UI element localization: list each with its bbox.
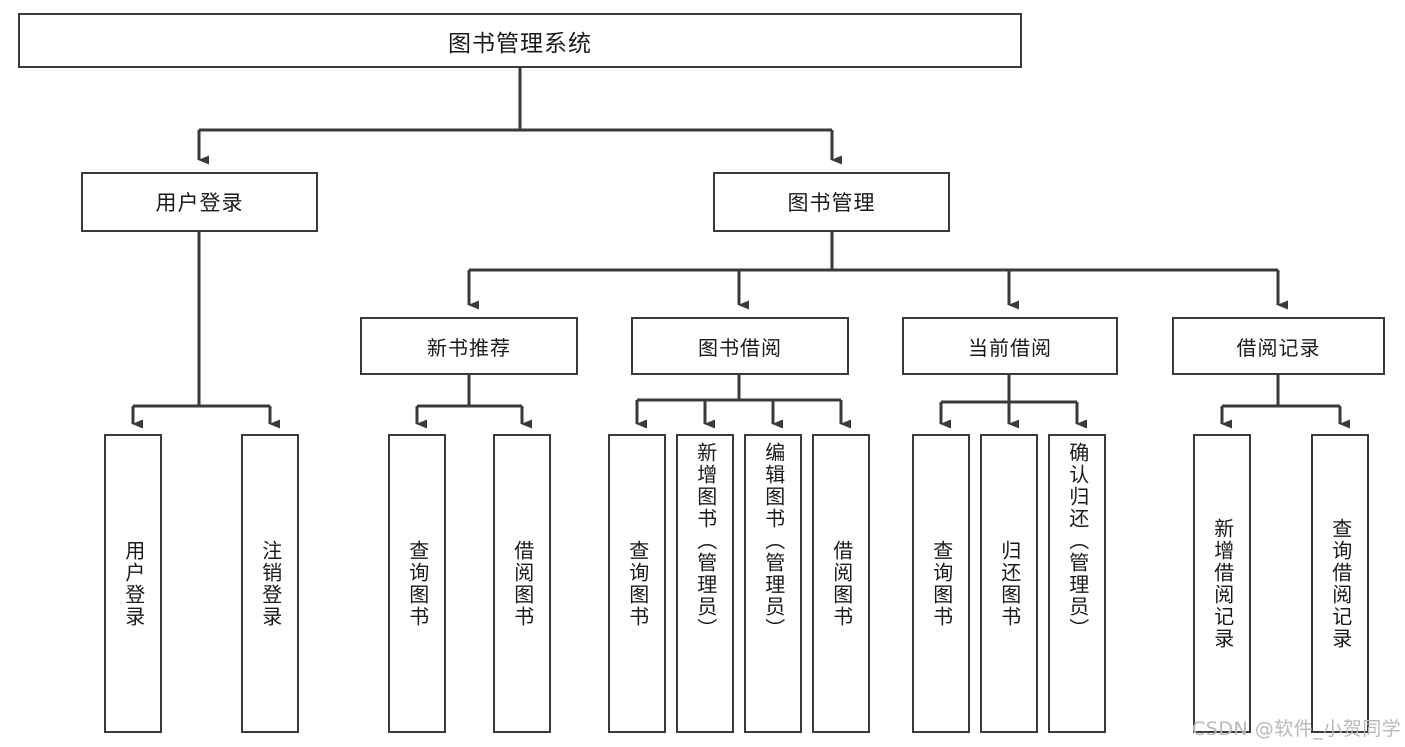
node-label: 确认归还（管理员） bbox=[1065, 442, 1090, 640]
node-label: 注销登录 bbox=[258, 539, 283, 628]
watermark-text: CSDN @软件_小贺同学 bbox=[1192, 718, 1402, 740]
node-label: 图书管理系统 bbox=[448, 30, 592, 57]
node-label: 新增借阅记录 bbox=[1210, 517, 1235, 650]
node-root-book-management-system[interactable]: 图书管理系统 bbox=[18, 13, 1022, 68]
node-label: 归还图书 bbox=[997, 539, 1022, 628]
node-leaf-query-record[interactable]: 查询借阅记录 bbox=[1311, 434, 1369, 733]
node-label: 当前借阅 bbox=[968, 335, 1052, 360]
node-label: 编辑图书（管理员） bbox=[761, 442, 786, 640]
node-label: 新增图书（管理员） bbox=[693, 442, 718, 640]
node-leaf-edit-book[interactable]: 编辑图书（管理员） bbox=[744, 434, 802, 733]
node-label: 图书管理 bbox=[787, 191, 876, 215]
node-book-borrow[interactable]: 图书借阅 bbox=[631, 317, 849, 375]
node-label: 查询图书 bbox=[929, 539, 954, 628]
node-leaf-borrow-book-1[interactable]: 借阅图书 bbox=[493, 434, 551, 733]
node-label: 查询图书 bbox=[625, 539, 650, 628]
node-leaf-query-book-3[interactable]: 查询图书 bbox=[912, 434, 970, 733]
node-label: 借阅图书 bbox=[510, 539, 535, 628]
node-leaf-add-record[interactable]: 新增借阅记录 bbox=[1193, 434, 1251, 733]
node-label: 用户登录 bbox=[121, 539, 146, 628]
node-leaf-query-book-2[interactable]: 查询图书 bbox=[608, 434, 666, 733]
node-label: 借阅图书 bbox=[829, 539, 854, 628]
node-user-login[interactable]: 用户登录 bbox=[81, 172, 318, 232]
node-leaf-add-book[interactable]: 新增图书（管理员） bbox=[676, 434, 734, 733]
node-leaf-borrow-book-2[interactable]: 借阅图书 bbox=[812, 434, 870, 733]
node-label: 查询借阅记录 bbox=[1328, 517, 1353, 650]
node-leaf-query-book-1[interactable]: 查询图书 bbox=[388, 434, 446, 733]
node-leaf-confirm-return[interactable]: 确认归还（管理员） bbox=[1048, 434, 1106, 733]
node-label: 用户登录 bbox=[155, 191, 244, 215]
node-label: 借阅记录 bbox=[1236, 335, 1321, 360]
node-label: 查询图书 bbox=[405, 539, 430, 628]
node-label: 图书借阅 bbox=[698, 335, 782, 360]
node-new-book-recommend[interactable]: 新书推荐 bbox=[360, 317, 578, 375]
node-label: 新书推荐 bbox=[427, 335, 511, 360]
node-leaf-logout-login[interactable]: 注销登录 bbox=[241, 434, 299, 733]
csdn-watermark: CSDN @软件_小贺同学 bbox=[1192, 714, 1401, 741]
node-leaf-return-book[interactable]: 归还图书 bbox=[980, 434, 1038, 733]
node-book-management[interactable]: 图书管理 bbox=[713, 172, 950, 232]
node-borrow-record[interactable]: 借阅记录 bbox=[1172, 317, 1385, 375]
node-current-borrow[interactable]: 当前借阅 bbox=[902, 317, 1118, 375]
node-leaf-user-login[interactable]: 用户登录 bbox=[104, 434, 162, 733]
